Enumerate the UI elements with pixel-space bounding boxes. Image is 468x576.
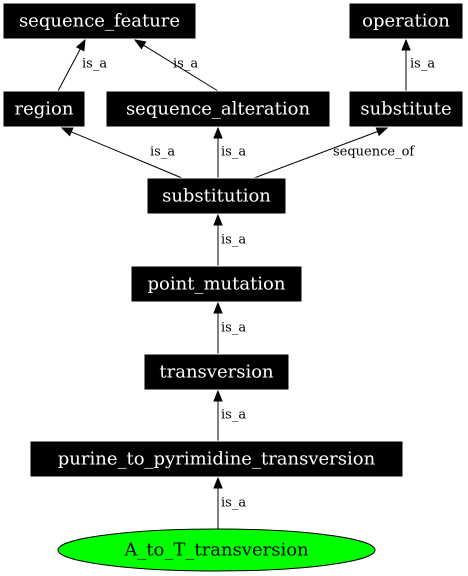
node-box — [29, 440, 404, 478]
node-box — [143, 353, 290, 391]
node-sequence-feature[interactable]: sequence_feature — [2, 2, 197, 40]
node-label: transversion — [159, 362, 274, 383]
arrowhead-icon — [133, 39, 147, 50]
node-substitution[interactable]: substitution — [146, 177, 287, 215]
edge-region-to-sequence_feature: is_a — [57, 38, 107, 92]
node-label: sequence_alteration — [126, 99, 311, 120]
node-point-mutation[interactable]: point_mutation — [130, 265, 303, 303]
arrowhead-icon — [213, 476, 223, 489]
node-transversion[interactable]: transversion — [143, 353, 290, 391]
node-box — [105, 90, 331, 128]
edge-line — [253, 131, 378, 179]
node-box — [2, 2, 197, 40]
node-label: sequence_feature — [19, 11, 180, 32]
edge-substitution-to-sequence_alteration: is_a — [213, 126, 246, 178]
edge-substitute-to-operation: is_a — [401, 38, 435, 91]
arrowhead-icon — [213, 126, 223, 139]
arrowhead-icon — [213, 301, 223, 314]
node-box — [146, 177, 287, 215]
arrowhead-icon — [401, 38, 411, 51]
node-label: operation — [362, 11, 450, 32]
node-box — [2, 90, 86, 128]
node-box — [130, 265, 303, 303]
edge-label: is_a — [221, 496, 246, 511]
arrowhead-icon — [213, 213, 223, 226]
edge-purine_to_pyrimidine_transversion-to-transversion: is_a — [213, 389, 246, 441]
arrowhead-icon — [75, 38, 86, 52]
edge-point_mutation-to-substitution: is_a — [213, 213, 246, 266]
edge-label: is_a — [221, 321, 246, 336]
node-substitute[interactable]: substitute — [348, 90, 464, 128]
node-label: substitution — [162, 186, 271, 207]
node-region[interactable]: region — [2, 90, 86, 128]
edge-label: is_a — [221, 408, 246, 423]
node-label: point_mutation — [148, 274, 286, 295]
node-label: purine_to_pyrimidine_transversion — [58, 449, 376, 470]
edge-substitution-to-substitute: sequence_of — [253, 127, 415, 179]
edge-line — [143, 44, 219, 92]
arrowhead-icon — [60, 127, 74, 137]
edge-transversion-to-point_mutation: is_a — [213, 301, 246, 354]
node-box — [348, 2, 464, 40]
node-sequence-alteration[interactable]: sequence_alteration — [105, 90, 331, 128]
arrowhead-icon — [213, 389, 223, 402]
node-purine-to-pyrimidine-transversion[interactable]: purine_to_pyrimidine_transversion — [29, 440, 404, 478]
edge-label: sequence_of — [333, 145, 415, 160]
edge-label: is_a — [410, 57, 435, 72]
node-label: region — [15, 99, 74, 120]
nodes: sequence_feature operation region sequence_… — [2, 2, 464, 572]
edge-label: is_a — [82, 57, 107, 72]
edge-label: is_a — [221, 145, 246, 160]
arrowhead-icon — [375, 127, 389, 137]
edge-sequence_alteration-to-sequence_feature: is_a — [133, 39, 219, 92]
edge-substitution-to-region: is_a — [60, 127, 183, 179]
edge-line — [57, 48, 81, 92]
node-operation[interactable]: operation — [348, 2, 464, 40]
edge-label: is_a — [173, 57, 198, 72]
node-A-to-T-transversion[interactable]: A_to_T_transversion — [57, 528, 376, 572]
node-label: A_to_T_transversion — [123, 540, 309, 561]
edge-label: is_a — [221, 233, 246, 248]
node-label: substitute — [360, 99, 451, 120]
edge-A_to_T_transversion-to-purine_to_pyrimidine_transversion: is_a — [213, 476, 246, 529]
edge-label: is_a — [150, 145, 175, 160]
node-box — [348, 90, 464, 128]
edge-line — [71, 131, 183, 179]
node-ellipse — [57, 528, 376, 572]
